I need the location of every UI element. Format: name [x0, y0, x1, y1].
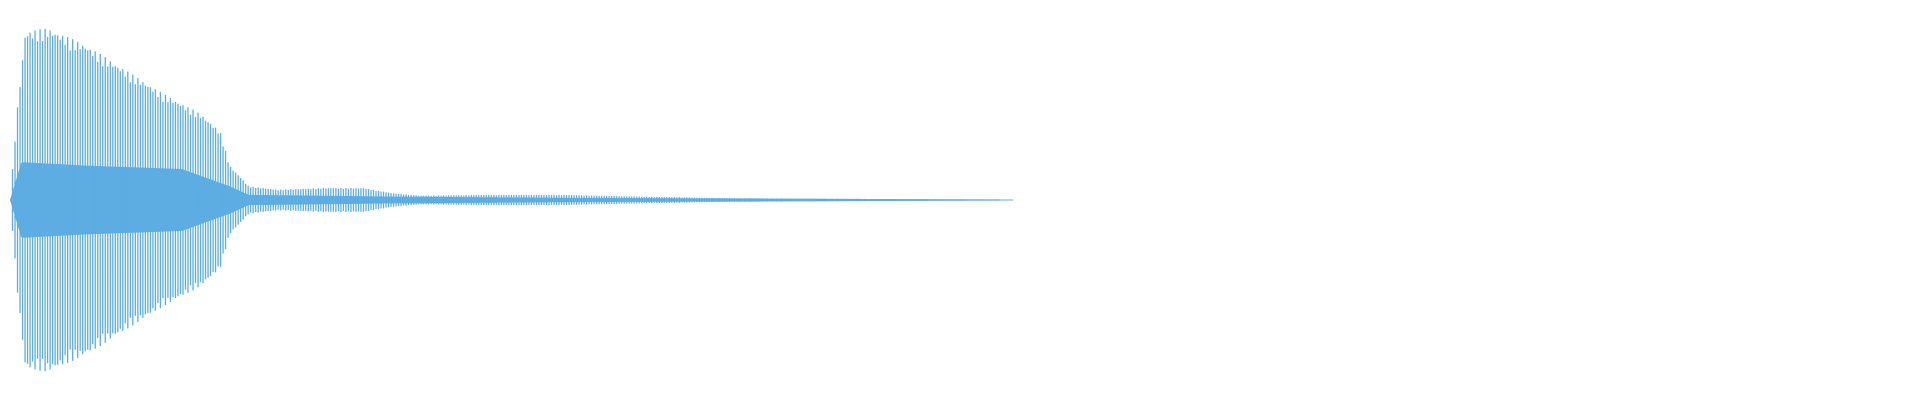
waveform-cycles: [11, 28, 1014, 372]
waveform-oscillation: [11, 28, 1014, 372]
